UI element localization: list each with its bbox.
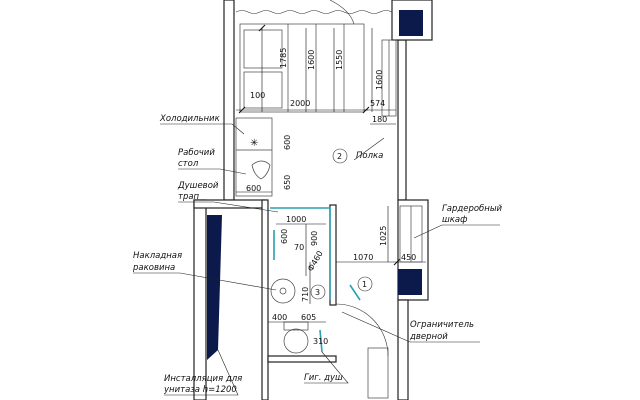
dim-310: 310 [313,337,328,346]
dim-400: 400 [272,313,287,322]
column-top-right [399,10,423,36]
dim-600-c: 600 [280,229,289,244]
label-fridge: Холодильник [159,114,221,124]
dim-1550: 1550 [335,50,344,70]
column-right-middle [398,269,422,295]
dim-460: Ф460 [306,249,325,273]
room-number-2: 2 [337,152,342,161]
toilet-bowl [283,328,309,354]
top-wardrobe [381,39,397,117]
label-install-1: Инсталляция для [164,374,242,384]
label-worktop-2: стол [178,159,199,169]
svg-text:✳: ✳ [250,138,258,149]
bath-door-arc [335,303,389,357]
wall-bath-top [193,199,267,209]
label-shelf: Полка [356,151,383,161]
dim-100: 100 [250,91,265,100]
label-shower-drain-2: трап [178,192,200,202]
dim-1785: 1785 [279,48,288,68]
wall-right-upper [397,39,407,201]
dim-600-b: 600 [246,184,261,193]
dim-600-a: 600 [283,135,292,150]
label-sink-2: раковина [132,263,175,273]
wall-right-bottom [397,299,409,400]
dim-2000: 2000 [290,99,310,108]
dim-1000: 1000 [286,215,306,224]
wall-bath-left [193,199,207,400]
label-shower-drain-1: Душевой [177,181,219,191]
wall-bath-bottom-left [267,355,337,363]
dim-574: 574 [370,99,385,108]
label-wardrobe-1: Гардеробный [442,204,503,214]
room-number-3: 3 [315,288,320,297]
dim-180: 180 [372,115,387,124]
label-sink-1: Накладная [133,251,182,261]
dim-605: 605 [301,313,316,322]
label-door-stop-1: Ограничитель [410,320,474,330]
dim-70: 70 [294,243,304,252]
shower-screen [270,207,331,300]
toilet-installation-shape [207,215,222,360]
bed [239,23,365,113]
kitchen-block: ✳ [235,117,273,197]
label-door-stop-2: дверной [409,332,448,342]
dim-650: 650 [283,175,292,190]
dim-1600-a: 1600 [307,50,316,70]
window-top [235,10,393,14]
room-number-1: 1 [362,280,367,289]
label-install-2: унитаза h=1200 [163,385,237,395]
window-arc [329,0,355,25]
label-hyg-shower: Гиг. душ [304,373,343,383]
wall-bath-inner [261,199,269,400]
wall-partition [329,204,337,306]
label-worktop-1: Рабочий [178,148,215,158]
dim-1600-b: 1600 [375,70,384,90]
walls [193,0,433,400]
dim-450: 450 [401,253,416,262]
label-wardrobe-2: шкаф [442,215,467,225]
sink-circle [270,278,296,304]
bathroom [270,207,389,399]
dim-1070: 1070 [353,253,373,262]
dim-900: 900 [310,231,319,246]
dim-710: 710 [301,287,310,302]
dim-1025: 1025 [379,226,388,246]
